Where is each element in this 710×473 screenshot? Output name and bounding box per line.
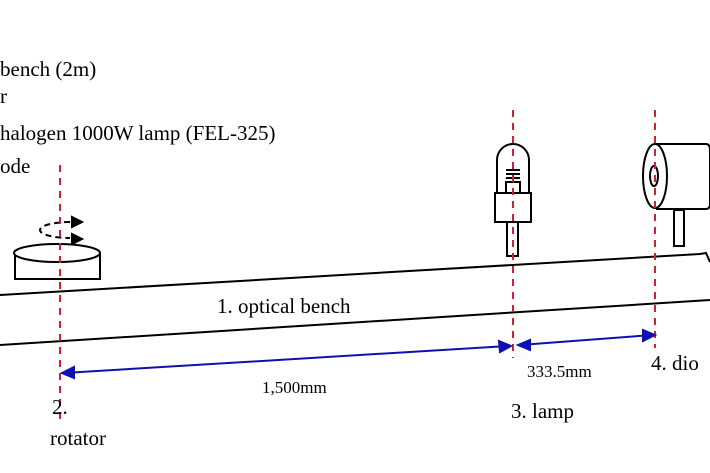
dimension-rotator-lamp: 1,500mm — [262, 378, 327, 397]
legend-line-1: bench (2m) — [0, 57, 97, 81]
rotator-label: rotator — [50, 426, 106, 450]
rotator-icon — [13, 215, 101, 280]
lamp-label: 3. lamp — [511, 399, 574, 423]
diode-label: 4. dio — [651, 351, 699, 375]
legend-line-2: r — [0, 84, 7, 108]
lamp-icon — [494, 143, 532, 257]
legend-line-3: halogen 1000W lamp (FEL-325) — [0, 121, 276, 145]
rotator-number: 2. — [52, 395, 68, 419]
dimension-arrows — [59, 328, 658, 380]
optical-axes — [59, 110, 656, 420]
diode-icon — [642, 143, 710, 247]
dimension-lamp-diode: 333.5mm — [527, 362, 592, 381]
legend-line-4: ode — [0, 154, 31, 178]
bench-label: 1. optical bench — [217, 294, 351, 318]
optical-bench — [0, 251, 710, 346]
